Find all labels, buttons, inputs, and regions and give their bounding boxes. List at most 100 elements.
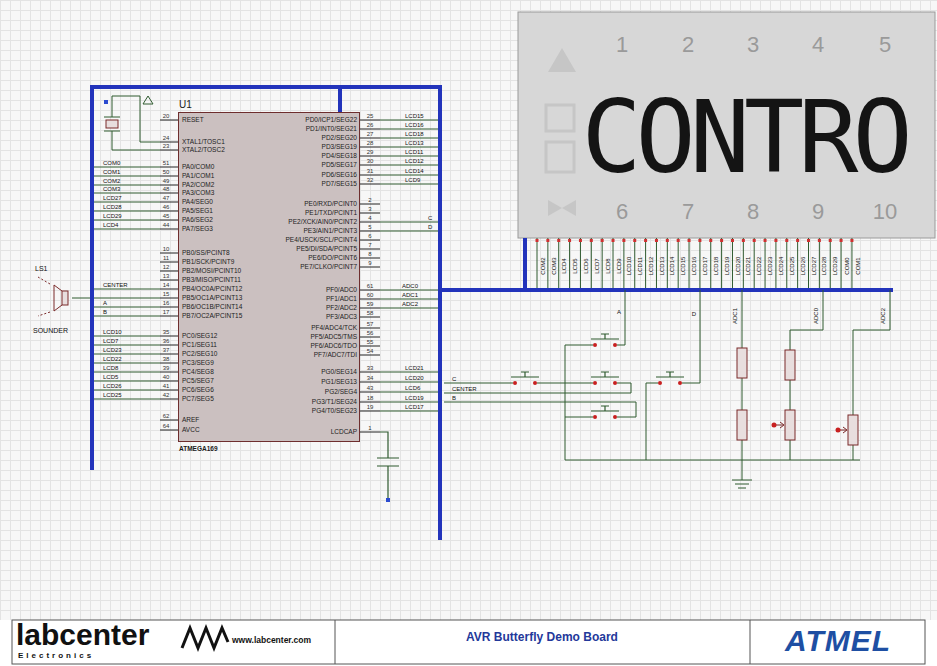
pin-number: 60: [367, 292, 374, 298]
lcd-pin-label: LCD4: [561, 258, 567, 273]
bus-connector: [340, 87, 525, 290]
title-block: [335, 620, 750, 664]
pin-number: 10: [163, 246, 170, 252]
power-symbol: [143, 96, 153, 104]
lcd-pin-label: LCD20: [735, 257, 741, 276]
website-url: www.labcenter.com: [232, 636, 311, 645]
pin-number: 47: [163, 195, 170, 201]
pin-number: 58: [367, 310, 374, 316]
lcd-pin-label: LCD26: [800, 257, 806, 276]
part-value: ATMEGA169: [179, 446, 218, 453]
pin-name: PD4/SEG18: [322, 153, 357, 160]
net-label: B: [103, 309, 107, 315]
net-label: COM1: [103, 169, 120, 175]
pin-number: 1: [368, 425, 371, 431]
resistor-symbol: [785, 350, 795, 380]
pin-number: 4: [368, 215, 371, 221]
pin-number: 45: [163, 213, 170, 219]
switch-wires: [444, 290, 860, 460]
pin-number: 18: [367, 395, 374, 401]
pin-number: 41: [163, 383, 170, 389]
pin-name: PA4/SEG0: [182, 199, 213, 206]
pin-name: PF6/ADC6/TDO: [310, 343, 357, 350]
lcd-icon: [548, 48, 576, 72]
pin-name: PG3/T1/SEG24: [312, 399, 357, 406]
pin-name: PD3/SEG19: [322, 144, 357, 151]
lcd-pin-label: COM3: [550, 257, 556, 274]
net-label: LCD28: [103, 204, 122, 210]
pin-number: 50: [163, 169, 170, 175]
lcd-icon: [546, 142, 574, 172]
lcd-digit: 6: [616, 201, 628, 223]
pin-marker: [386, 498, 390, 502]
pin-name: PE3/AIN1/PCINT3: [304, 228, 357, 235]
capacitor-symbol: [377, 432, 399, 500]
lcd-pin-label: LCD10: [626, 257, 632, 276]
lcd-digit: 9: [812, 201, 824, 223]
potentiometer-wiper: [772, 422, 847, 433]
pin-number: 2: [368, 197, 371, 203]
lcd-digit: 1: [616, 34, 628, 56]
lcd-digit: 3: [747, 34, 759, 56]
pin-name: PF3/ADC3: [326, 314, 357, 321]
lcd-pin-label: LCD28: [822, 257, 828, 276]
pin-name: PG1/SEG13: [321, 379, 357, 386]
pin-name: PB1/SCK/PCINT9: [182, 259, 234, 266]
pin-number: 44: [163, 222, 170, 228]
net-label: LCD11: [405, 149, 423, 155]
pin-name: PF2/ADC2: [326, 305, 357, 312]
pin-number: 34: [367, 375, 374, 381]
resistor-wires: [732, 290, 890, 488]
lcd-pin-label: LCD13: [659, 257, 665, 276]
pin-name: PC2/SEG10: [182, 351, 217, 358]
potentiometer-symbol: [785, 410, 795, 440]
pin-number: 56: [367, 330, 374, 336]
pin-number: 38: [163, 356, 170, 362]
pin-number: 19: [367, 404, 374, 410]
net-label: LCD25: [103, 392, 122, 398]
net-label: LCD19: [405, 395, 424, 401]
net-label: CENTER: [452, 386, 477, 392]
pin-name: PB2/MOSI/PCINT10: [182, 268, 241, 275]
pin-number: 27: [367, 131, 374, 137]
switch-symbol: [585, 406, 625, 419]
pin-number: 33: [367, 365, 374, 371]
pin-number: 12: [163, 264, 170, 270]
net-label: LCD10: [103, 329, 122, 335]
lcd-pin-label: LCD23: [767, 257, 773, 276]
pin-number: 39: [163, 365, 170, 371]
lcd-digit: 7: [682, 201, 694, 223]
logo-text: ATMEL: [785, 626, 891, 656]
net-label: CENTER: [103, 282, 128, 288]
pin-name: PA7/SEG3: [182, 226, 213, 233]
pin-number: 37: [163, 347, 170, 353]
lcd-text: CONTRO: [581, 88, 906, 188]
pin-name: PA3/COM3: [182, 190, 214, 197]
pin-name: PE7/CLKO/PCINT7: [300, 264, 357, 271]
pin-number: 55: [367, 339, 374, 345]
sounder-symbol: [62, 291, 68, 305]
net-label: COM2: [103, 178, 120, 184]
pin-number: 61: [367, 283, 374, 289]
lcd-icon: [548, 200, 576, 216]
pin-name: PF4/ADC4/TCK: [311, 325, 357, 332]
lcd-pin-label: LCD16: [691, 257, 697, 276]
pin-marker: [836, 428, 841, 433]
pin-number: 23: [163, 143, 170, 149]
crystal-symbol: [106, 120, 118, 128]
pin-name: PE5/DI/SDA/PCINT5: [296, 246, 357, 253]
pin-name: PE1/TXD/PCINT1: [305, 210, 357, 217]
logo-mark: [182, 628, 228, 648]
net-label: LCD14: [405, 168, 424, 174]
lcd-pin-label: COM1: [854, 257, 860, 274]
pin-name: PF0/ADC0: [326, 287, 357, 294]
net-label: LCD21: [405, 365, 424, 371]
net-label: LCD9: [405, 177, 420, 183]
net-label: C: [428, 215, 432, 221]
pin-name: PA6/SEG2: [182, 217, 213, 224]
lcd-pin-label: LCD9: [615, 258, 621, 273]
net-label: LCD29: [103, 213, 122, 219]
pin-name: PB3/MISO/PCINT11: [182, 277, 241, 284]
net-label: LCD17: [405, 404, 424, 410]
net-label: COM3: [103, 186, 120, 192]
